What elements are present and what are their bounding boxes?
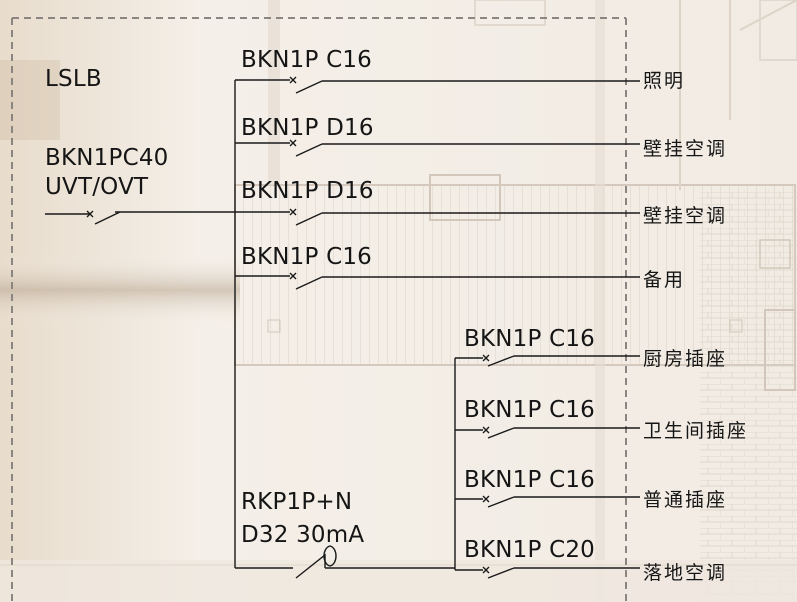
panel-name: LSLB: [45, 66, 102, 92]
rcd-branch-2-load-label: 卫生间插座: [643, 420, 749, 442]
branch-4-load-label: 备用: [643, 269, 686, 291]
rcd-branch-3-x-mark: [482, 495, 490, 503]
branch-3-x-mark: [289, 208, 297, 216]
rcd-branch-1-x-mark: [482, 354, 490, 362]
branch-4-x-mark: [289, 272, 297, 280]
rcd-branch-2-x-mark: [482, 426, 490, 434]
branch-2-breaker-label: BKN1P D16: [241, 115, 374, 141]
branch-3-breaker-label: BKN1P D16: [241, 178, 374, 204]
branch-1-x-mark: [289, 76, 297, 84]
branch-2-x-mark: [289, 139, 297, 147]
rcd-branch-1-switch-icon: [487, 355, 515, 367]
rcd-model-label: RKP1P+N: [241, 489, 353, 515]
rcd-branch-4-load-label: 落地空调: [643, 562, 728, 584]
rcd-branch-1-breaker-label: BKN1P C16: [464, 326, 596, 352]
branch-3-load-label: 壁挂空调: [643, 205, 728, 227]
rcd-branch-3-switch-icon: [487, 496, 515, 508]
branch-2-switch-icon: [295, 143, 323, 157]
rcd-branch-1-load-label: 厨房插座: [643, 348, 728, 370]
main-breaker-x-mark: [86, 210, 94, 218]
main-breaker-model: BKN1PC40: [45, 145, 169, 171]
rcd-residual-current-icon: [323, 545, 337, 567]
main-breaker-protection: UVT/OVT: [45, 174, 149, 200]
rcd-branch-3-breaker-label: BKN1P C16: [464, 467, 596, 493]
rcd-branch-4-switch-icon: [487, 567, 515, 579]
branch-1-switch-icon: [295, 80, 323, 94]
branch-3-switch-icon: [295, 212, 323, 226]
branch-4-switch-icon: [295, 276, 323, 290]
rcd-switch-icon: [295, 553, 326, 579]
main-breaker-switch-icon: [94, 211, 121, 225]
rcd-branch-2-breaker-label: BKN1P C16: [464, 397, 596, 423]
branch-4-breaker-label: BKN1P C16: [241, 244, 373, 270]
rcd-rating-label: D32 30mA: [241, 522, 365, 548]
rcd-branch-4-breaker-label: BKN1P C20: [464, 537, 596, 563]
rcd-branch-3-load-label: 普通插座: [643, 489, 728, 511]
branch-2-load-label: 壁挂空调: [643, 138, 728, 160]
rcd-branch-2-switch-icon: [487, 427, 515, 439]
rcd-branch-4-x-mark: [482, 566, 490, 574]
branch-1-breaker-label: BKN1P C16: [241, 47, 373, 73]
branch-1-load-label: 照明: [643, 70, 686, 92]
